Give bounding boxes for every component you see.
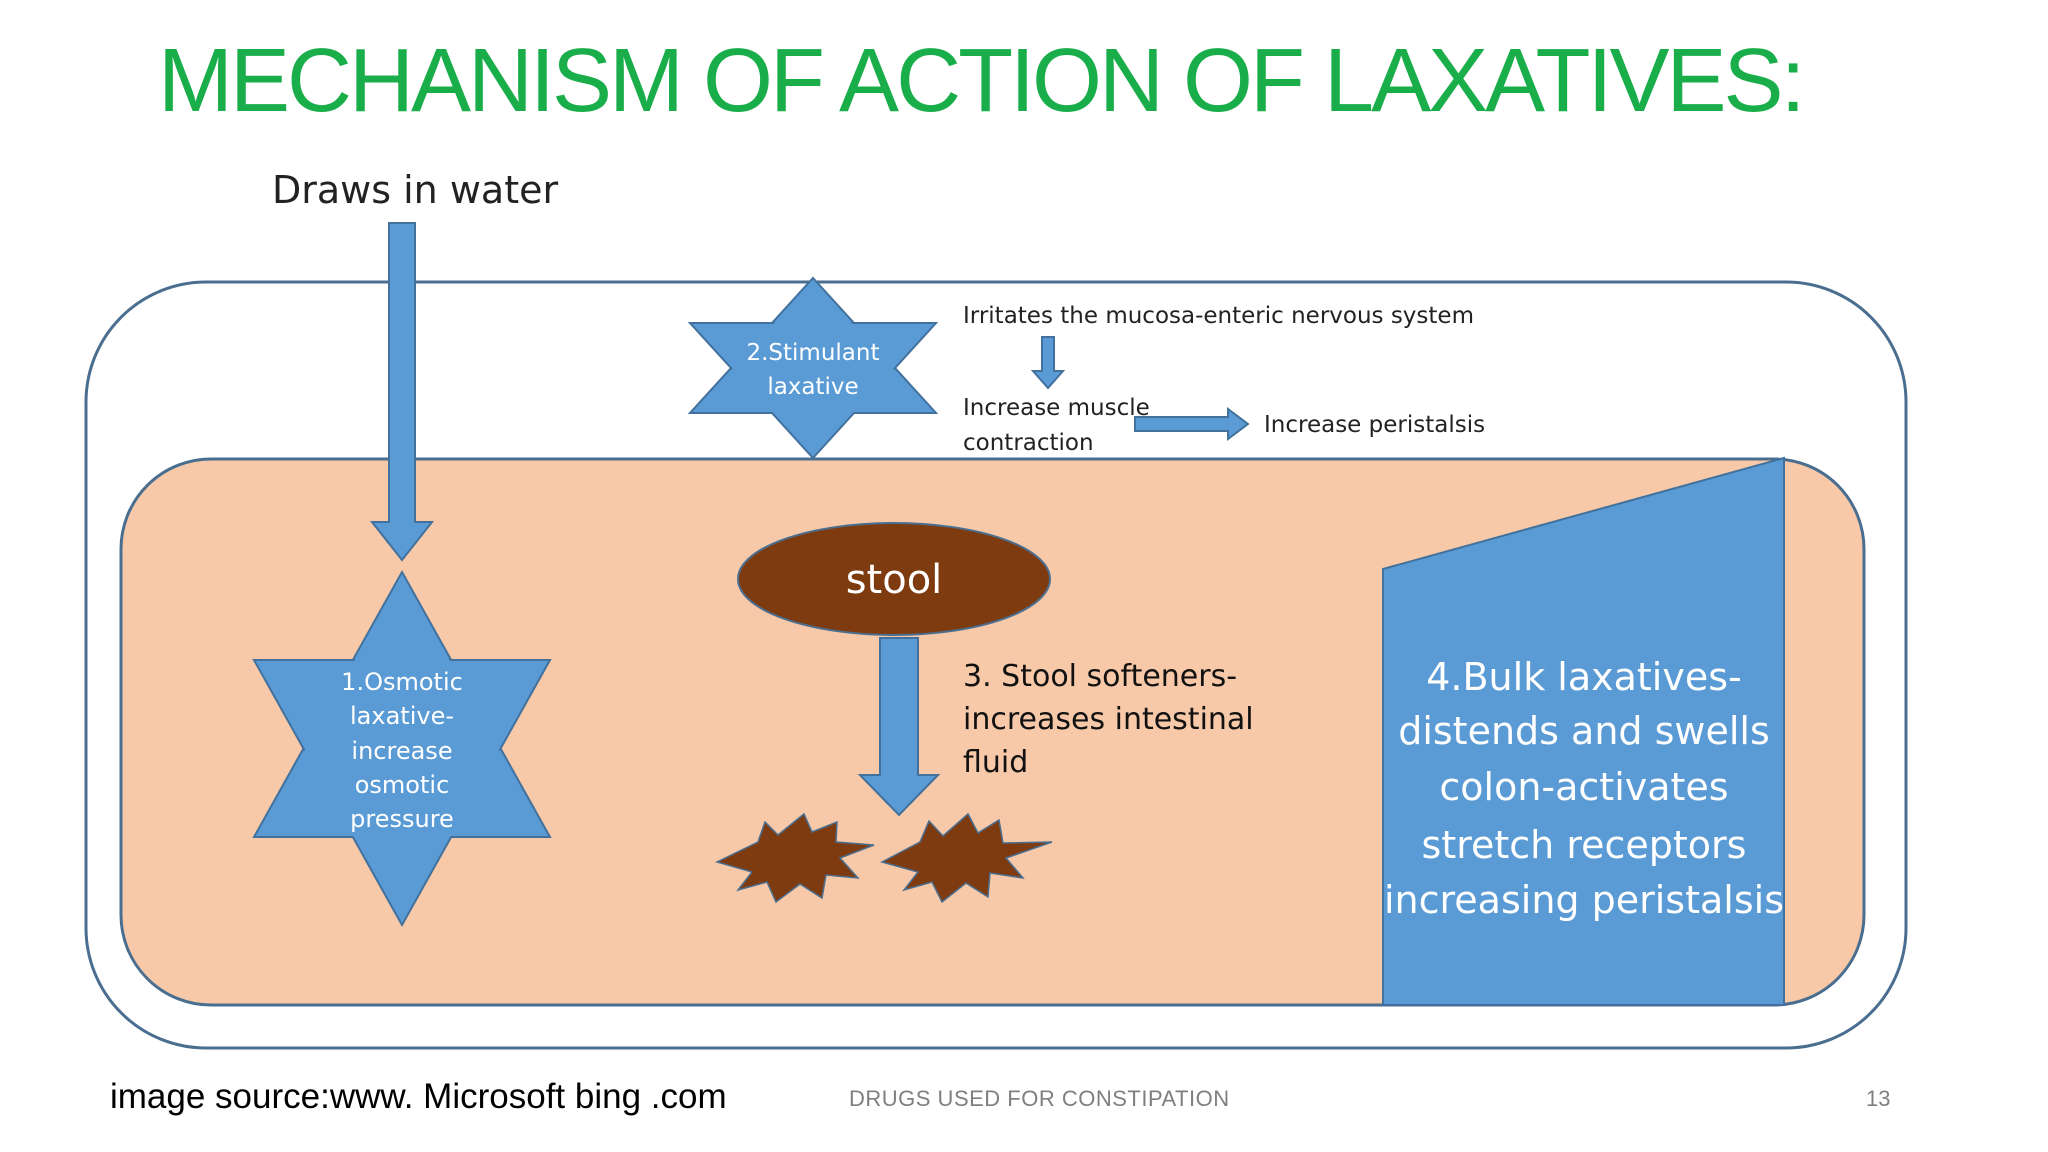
bulk-line-3: colon-activates [1439,765,1728,809]
bulk-line-5: increasing peristalsis [1384,878,1784,922]
image-source-footer: image source:www. Microsoft bing .com [110,1077,727,1116]
osmotic-line-5: pressure [350,805,454,833]
irritates-down-arrow [1030,336,1066,390]
osmotic-line-1: 1.Osmotic [341,668,463,696]
stool-label: stool [846,557,943,603]
page-number: 13 [1866,1086,1891,1111]
muscle-line-2: contraction [963,430,1094,456]
stimulant-star [687,276,939,460]
peristalsis-text: Increase peristalsis [1264,412,1485,438]
irritates-text: Irritates the mucosa-enteric nervous sys… [963,303,1474,329]
softener-arrow [857,637,941,817]
bulk-line-2: distends and swells [1398,709,1770,753]
bulk-line-4: stretch receptors [1422,823,1747,867]
stool-piece-left [714,812,875,904]
bulk-line-1: 4.Bulk laxatives- [1426,655,1742,699]
softener-line-3: fluid [963,745,1028,780]
bulk-laxatives-box [1382,456,1785,1006]
stool-piece-right [879,812,1053,904]
draws-in-water-label: Draws in water [272,168,558,212]
muscle-line-1: Increase muscle [963,395,1150,421]
osmotic-star [252,569,552,928]
stimulant-line-1: 2.Stimulant [746,340,879,366]
softener-line-2: increases intestinal [963,702,1254,737]
softener-line-1: 3. Stool softeners- [963,659,1237,694]
stool-ellipse [737,522,1051,636]
osmotic-line-2: laxative- [350,702,454,730]
water-arrow [369,222,435,562]
osmotic-line-3: increase [351,737,452,765]
muscle-right-arrow [1134,407,1250,441]
stimulant-line-2: laxative [767,374,858,400]
slide-title: MECHANISM OF ACTION OF LAXATIVES: [158,31,1806,131]
osmotic-line-4: osmotic [355,771,450,799]
footer-topic: DRUGS USED FOR CONSTIPATION [849,1086,1230,1111]
